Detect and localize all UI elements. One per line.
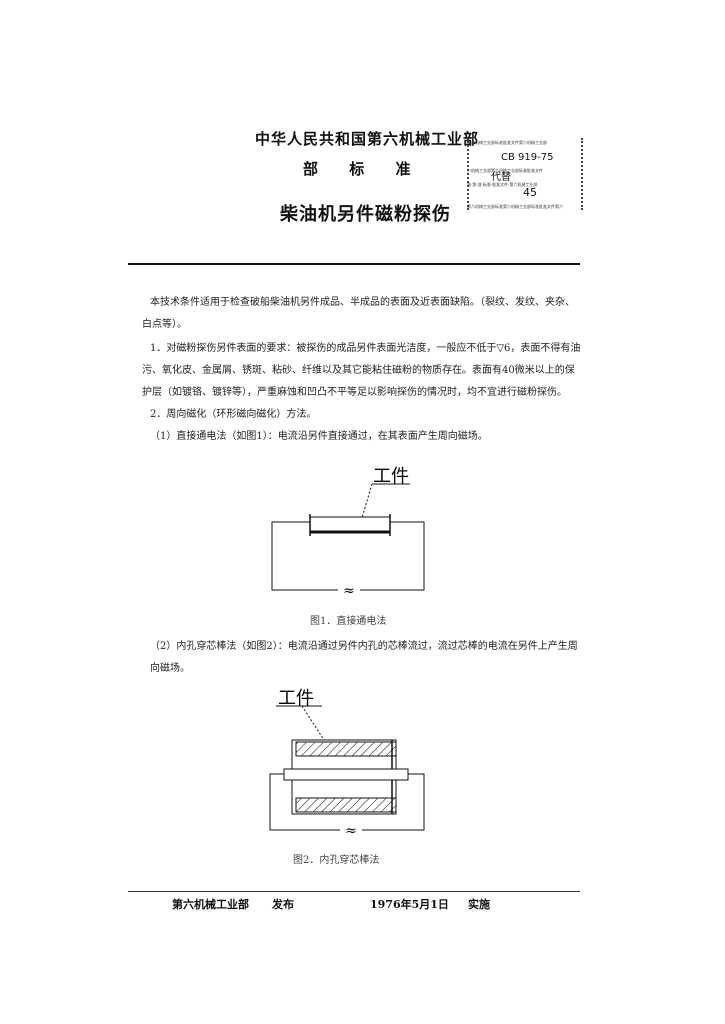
workpiece-wall [295, 797, 397, 813]
standard-type-heading: 部 标 准 [303, 160, 411, 178]
document-title: 柴油机另件磁粉探伤 [280, 204, 451, 225]
figure-1-diagram: 工件 ≈ [271, 466, 425, 599]
replaces-label: 代替 [491, 172, 511, 183]
code-box-fine-text: 第六机械工业部标准第六机械工业部标准批准文件第六 [467, 204, 563, 209]
item-2-heading: 2．周向磁化（环形磁向磁化）方法。 [150, 409, 317, 420]
footer-date: 1976年5月1日 [370, 898, 449, 911]
header-rule [128, 263, 580, 265]
workpiece [309, 516, 391, 533]
standard-code: CB 919-75 [501, 152, 554, 163]
footer-rule [128, 891, 580, 892]
circuit-wire [360, 521, 425, 591]
leader-line [361, 483, 373, 519]
issuer-heading: 中华人民共和国第六机械工业部 [255, 130, 480, 148]
leader-line [301, 705, 325, 741]
footer-effective-label: 实施 [468, 898, 490, 911]
figure-2-caption: 图2．内孔穿芯棒法 [293, 855, 380, 866]
item-1-paragraph: 1．对磁粉探伤另件表面的要求：被探伤的成品另件表面光洁度，一般应不低于▽6，表面… [142, 343, 581, 398]
figure-2-label: 工件 [278, 688, 314, 709]
conductor-rod [283, 768, 409, 781]
ac-source-symbol: ≈ [343, 583, 355, 599]
figure-1-caption: 图1．直接通电法 [310, 616, 387, 627]
intro-paragraph: 本技术条件适用于检查破船柴油机另件成品、半成品的表面及近表面缺陷。（裂纹、发纹、… [142, 297, 575, 330]
workpiece-wall [295, 741, 397, 757]
code-box-fine-text: 准·第·部·标准·批准文件·第六机械工业部 [467, 182, 538, 187]
circuit-wire [271, 521, 338, 591]
code-box-fine-text: 六机械工业部第六机械工业部标准批准文件 [467, 168, 543, 173]
replaces-number: 45 [523, 186, 537, 199]
circuit-wire [362, 773, 425, 831]
standard-code-box: 第六机械工业部标准批准文件第六机械工业部 六机械工业部第六机械工业部标准批准文件… [467, 138, 583, 210]
code-box-fine-text: 第六机械工业部标准批准文件第六机械工业部 [467, 140, 547, 145]
footer-issued-label: 发布 [272, 898, 294, 911]
figure-1-label: 工件 [373, 466, 409, 487]
item-2-1-paragraph: （1）直接通电法（如图1）：电流沿另件直接通过，在其表面产生周向磁场。 [150, 431, 488, 442]
footer-issuer: 第六机械工业部 [172, 898, 249, 911]
figure-2-diagram: 工件 ≈ [269, 688, 425, 836]
item-2-2-paragraph: （2）内孔穿芯棒法（如图2）：电流沿通过另件内孔的芯棒流过，流过芯棒的电流在另件… [150, 641, 578, 674]
ac-source-symbol: ≈ [345, 823, 357, 836]
circuit-wire [269, 773, 340, 831]
